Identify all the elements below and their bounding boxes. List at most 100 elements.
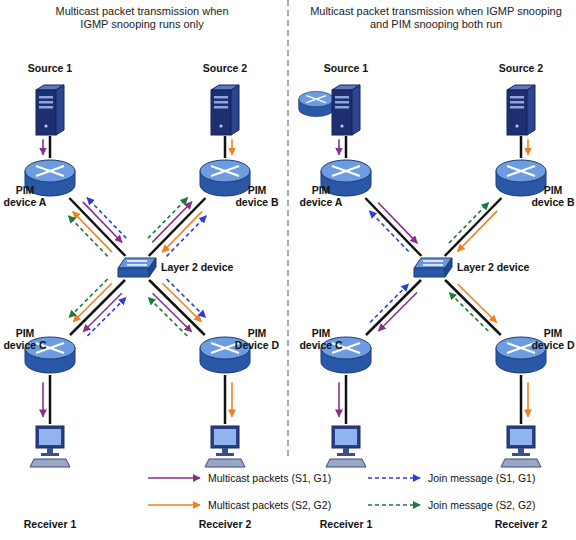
router-arrow	[211, 171, 225, 176]
pim-router: PIM device C	[24, 335, 76, 375]
router-arrow	[50, 348, 64, 353]
multicast-arrow	[527, 382, 529, 416]
pc-keyboard	[326, 459, 366, 467]
source-server: Source 1	[34, 84, 66, 136]
multicast-arrow	[152, 202, 192, 243]
pc-monitor	[332, 426, 360, 448]
router-arrow	[211, 166, 225, 171]
panel-title: Multicast packet transmission when IGMP …	[300, 5, 572, 31]
server-bay	[39, 96, 53, 99]
device-label: Layer 2 device	[161, 261, 261, 273]
source-server: Source 1	[330, 84, 362, 136]
multicast-arrow	[458, 284, 497, 323]
router-arrow	[211, 348, 225, 353]
pc-monitor	[507, 426, 535, 448]
join-arrow	[167, 279, 206, 318]
link-line	[345, 136, 348, 158]
device-label-box: PIM Device D	[233, 327, 281, 351]
layer2-switch: Layer 2 device	[117, 256, 157, 280]
server-led	[515, 124, 518, 127]
device-label: Receiver 2	[175, 518, 275, 530]
server-bay	[214, 96, 228, 99]
legend-entry: Join message (S1, G1)	[428, 472, 535, 484]
router-arrow	[316, 96, 326, 100]
pc-base	[512, 453, 530, 456]
pc-stand	[47, 448, 53, 453]
link-line	[520, 375, 523, 424]
link-line	[445, 280, 501, 335]
device-label-box: PIM device B	[233, 184, 281, 208]
link-line	[345, 375, 348, 424]
pim-router: PIM Device D	[199, 335, 251, 375]
device-label: PIM device A	[297, 184, 345, 208]
pc-screen	[39, 429, 61, 445]
pim-router: PIM device A	[24, 158, 76, 198]
server-led	[44, 124, 47, 127]
server-bay	[39, 101, 53, 104]
join-arrow	[449, 293, 488, 332]
receiver-pc: Receiver 2	[205, 424, 245, 468]
server-side	[231, 85, 239, 135]
router-arrow	[521, 171, 535, 176]
router-arrow	[507, 171, 521, 176]
device-label: PIM device D	[529, 327, 576, 351]
multicast-arrow	[231, 382, 233, 416]
link-line	[224, 136, 227, 158]
server-side	[527, 85, 535, 135]
device-icon	[205, 424, 245, 468]
device-label: Receiver 2	[471, 518, 571, 530]
pc-monitor	[36, 426, 64, 448]
device-label-box: Source 2	[481, 62, 561, 74]
pc-screen	[510, 429, 532, 445]
server-bay	[510, 101, 524, 104]
multicast-arrow	[458, 211, 498, 252]
join-arrow	[148, 198, 188, 239]
server-led	[340, 124, 343, 127]
layer2-switch: Layer 2 device	[413, 256, 453, 280]
multicast-arrow	[42, 139, 44, 154]
receiver-pc: Receiver 2	[501, 424, 541, 468]
device-label-box: PIM device C	[297, 327, 345, 351]
device-label-box: Receiver 2	[471, 518, 571, 530]
device-icon	[495, 158, 547, 198]
switch-front	[414, 268, 445, 277]
router-arrow	[306, 96, 316, 100]
device-label-box: PIM device A	[1, 184, 49, 208]
switch-side	[445, 258, 452, 277]
switch-front	[118, 268, 149, 277]
multicast-arrow	[83, 202, 122, 243]
device-label: Source 1	[10, 62, 90, 74]
legend-sample	[148, 504, 200, 506]
join-arrow	[69, 279, 108, 318]
device-label: PIM device B	[529, 184, 576, 208]
device-icon	[34, 84, 66, 136]
switch-arrow	[127, 264, 147, 266]
join-arrow	[68, 216, 107, 257]
router-arrow	[507, 343, 521, 348]
device-icon	[209, 84, 241, 136]
device-label-box: Layer 2 device	[161, 261, 261, 273]
router-arrow	[50, 166, 64, 171]
pim-router: PIM device C	[320, 335, 372, 375]
router-arrow	[225, 171, 239, 176]
multicast-arrow	[378, 203, 417, 244]
router-top	[299, 91, 334, 106]
router-arrow	[346, 166, 360, 171]
server-bay	[39, 106, 53, 109]
router-arrow	[346, 348, 360, 353]
pc-stand	[518, 448, 524, 453]
pc-stand	[343, 448, 349, 453]
panel-divider	[288, 0, 289, 458]
pc-stand	[222, 448, 228, 453]
multicast-arrow	[231, 139, 233, 154]
device-icon	[413, 256, 453, 280]
device-icon	[330, 84, 362, 136]
device-label-box: Source 2	[185, 62, 265, 74]
router-arrow	[507, 348, 521, 353]
server-front	[211, 90, 231, 135]
receiver-pc: Receiver 1	[326, 424, 366, 468]
multicast-arrow	[162, 283, 201, 322]
legend-text: Multicast packets (S2, G2)	[208, 499, 331, 511]
link-line	[70, 280, 125, 335]
